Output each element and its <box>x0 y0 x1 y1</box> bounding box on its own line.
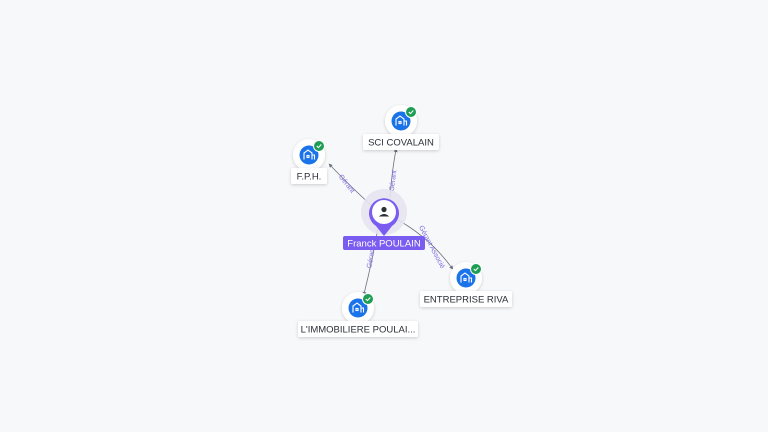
check-icon <box>408 110 414 115</box>
company-label-bg <box>298 321 418 337</box>
edge-immobiliere <box>362 227 379 296</box>
company-node-sci-covalain[interactable]: SCI COVALAIN <box>363 105 439 150</box>
company-node-entreprise-riva[interactable]: ENTREPRISE RIVA <box>420 262 512 307</box>
building-icon <box>395 115 408 126</box>
company-label: SCI COVALAIN <box>368 138 434 149</box>
company-label: F.P.H. <box>297 172 322 183</box>
verified-badge <box>362 293 374 305</box>
center-label-bg <box>343 236 425 250</box>
company-label-bg <box>420 291 512 307</box>
building-icon <box>303 149 316 160</box>
person-icon <box>378 206 390 217</box>
verified-badge <box>313 140 325 152</box>
building-icon <box>352 302 365 313</box>
edge-label-fph: Gérant <box>337 173 356 194</box>
check-icon <box>365 297 371 302</box>
company-label-bg <box>363 134 439 150</box>
company-node-fph[interactable]: F.P.H. <box>291 139 327 184</box>
edge-label-immobiliere: Gérant <box>366 247 377 269</box>
verified-badge <box>405 106 417 118</box>
edge-label-sci-covalain: Gérant <box>389 170 399 192</box>
verified-badge <box>470 263 482 275</box>
building-icon <box>460 272 473 283</box>
check-icon <box>316 144 322 149</box>
check-icon <box>473 267 479 272</box>
company-node-immobiliere[interactable]: L'IMMOBILIERE POULAI... <box>298 292 418 337</box>
center-label: Franck POULAIN <box>347 239 421 250</box>
company-label: L'IMMOBILIERE POULAI... <box>301 325 416 336</box>
company-label-bg <box>291 168 327 184</box>
center-node[interactable]: Franck POULAIN <box>343 189 425 250</box>
company-label: ENTREPRISE RIVA <box>424 295 509 306</box>
